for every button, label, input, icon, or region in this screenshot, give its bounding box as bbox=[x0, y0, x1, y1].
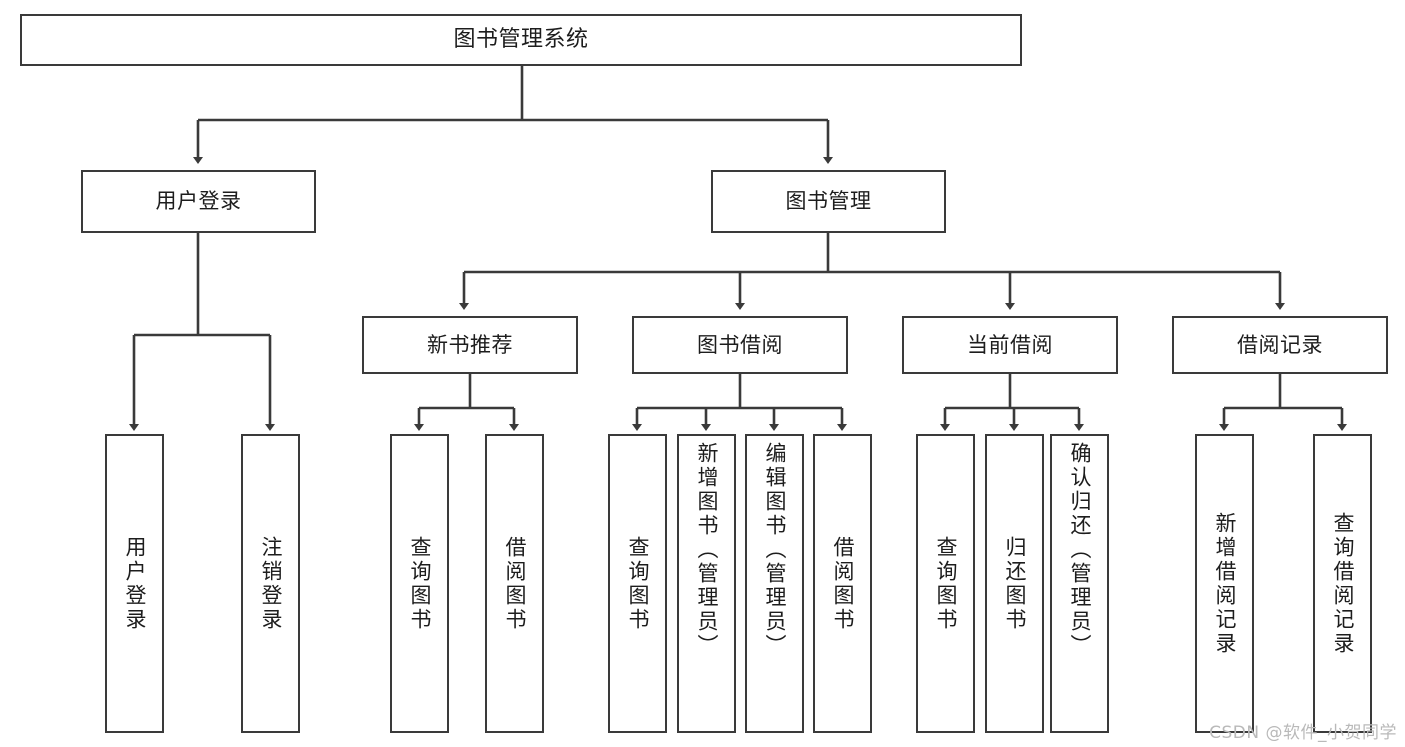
node-book-management[interactable]: 图书管理 bbox=[711, 170, 946, 233]
csdn-watermark: CSDN @软件_小贺同学 bbox=[1209, 723, 1397, 743]
node-label: 借阅图书 bbox=[503, 535, 527, 632]
node-user-login[interactable]: 用户登录 bbox=[81, 170, 316, 233]
node-root-system[interactable]: 图书管理系统 bbox=[20, 14, 1022, 66]
node-label: 新增借阅记录 bbox=[1213, 511, 1237, 656]
node-new-book-recommend[interactable]: 新书推荐 bbox=[362, 316, 578, 374]
leaf-query-borrow-record[interactable]: 查询借阅记录 bbox=[1313, 434, 1372, 733]
node-label: 用户登录 bbox=[123, 535, 147, 632]
node-label: 确认归还（管理员） bbox=[1068, 442, 1092, 658]
leaf-query-book-recommend[interactable]: 查询图书 bbox=[390, 434, 449, 733]
leaf-borrow-book-recommend[interactable]: 借阅图书 bbox=[485, 434, 544, 733]
node-label: 图书管理系统 bbox=[453, 27, 589, 53]
node-borrow-record[interactable]: 借阅记录 bbox=[1172, 316, 1388, 374]
leaf-return-book[interactable]: 归还图书 bbox=[985, 434, 1044, 733]
node-label: 查询图书 bbox=[934, 535, 958, 632]
node-label: 图书管理 bbox=[785, 189, 872, 214]
node-label: 查询图书 bbox=[408, 535, 432, 632]
node-label: 用户登录 bbox=[155, 189, 242, 214]
node-book-borrow[interactable]: 图书借阅 bbox=[632, 316, 848, 374]
node-label: 借阅记录 bbox=[1237, 332, 1323, 357]
node-label: 新增图书（管理员） bbox=[695, 442, 719, 658]
node-label: 图书借阅 bbox=[697, 332, 783, 357]
node-label: 查询借阅记录 bbox=[1331, 511, 1355, 656]
node-label: 借阅图书 bbox=[831, 535, 855, 632]
leaf-confirm-return-admin[interactable]: 确认归还（管理员） bbox=[1050, 434, 1109, 733]
node-label: 编辑图书（管理员） bbox=[763, 442, 787, 658]
node-label: 查询图书 bbox=[626, 535, 650, 632]
node-label: 当前借阅 bbox=[967, 332, 1053, 357]
leaf-add-book-admin[interactable]: 新增图书（管理员） bbox=[677, 434, 736, 733]
node-current-borrow[interactable]: 当前借阅 bbox=[902, 316, 1118, 374]
leaf-borrow-book[interactable]: 借阅图书 bbox=[813, 434, 872, 733]
leaf-user-login[interactable]: 用户登录 bbox=[105, 434, 164, 733]
leaf-query-book-current[interactable]: 查询图书 bbox=[916, 434, 975, 733]
leaf-add-borrow-record[interactable]: 新增借阅记录 bbox=[1195, 434, 1254, 733]
leaf-logout[interactable]: 注销登录 bbox=[241, 434, 300, 733]
leaf-query-book-borrow[interactable]: 查询图书 bbox=[608, 434, 667, 733]
node-label: 注销登录 bbox=[259, 535, 283, 632]
node-label: 归还图书 bbox=[1003, 535, 1027, 632]
leaf-edit-book-admin[interactable]: 编辑图书（管理员） bbox=[745, 434, 804, 733]
node-label: 新书推荐 bbox=[427, 332, 513, 357]
